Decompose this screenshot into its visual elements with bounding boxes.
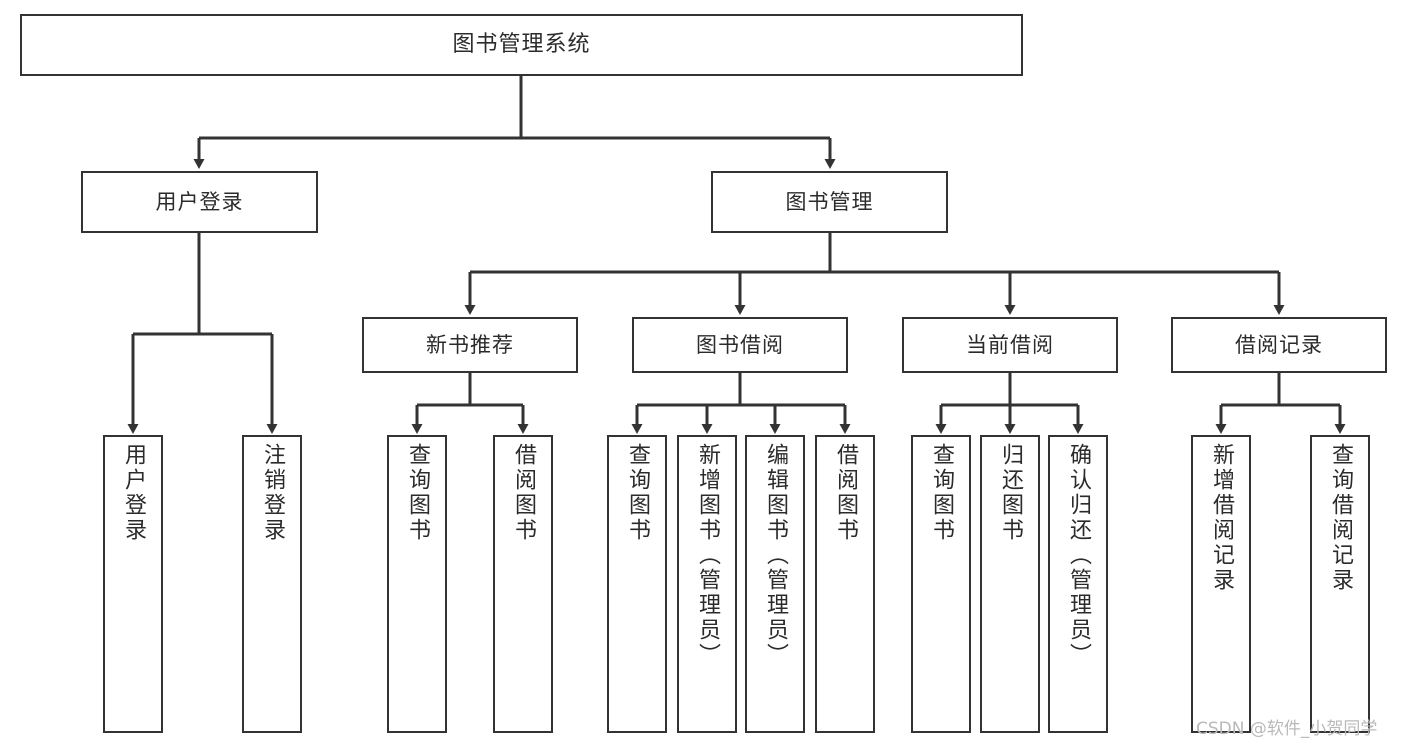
node-label: 查询借阅记录 xyxy=(1327,443,1353,593)
node-label: 查询图书 xyxy=(928,443,954,543)
csdn-watermark: CSDN @软件_小贺同学 xyxy=(1196,719,1378,739)
node-label: 当前借阅 xyxy=(966,332,1054,357)
node-label: 新书推荐 xyxy=(426,332,514,357)
node-user-login[interactable]: 用户登录 xyxy=(81,171,318,233)
node-leaf-add-book[interactable]: 新增图书（管理员） xyxy=(677,435,737,733)
node-leaf-user-login[interactable]: 用户登录 xyxy=(103,435,163,733)
node-label: 借阅图书 xyxy=(832,443,858,543)
node-label: 借阅图书 xyxy=(510,443,536,543)
node-borrow-record[interactable]: 借阅记录 xyxy=(1171,317,1387,373)
node-leaf-return-book[interactable]: 归还图书 xyxy=(980,435,1040,733)
node-label: 用户登录 xyxy=(120,443,146,543)
node-label: 注销登录 xyxy=(259,443,285,543)
node-label: 图书管理 xyxy=(785,189,874,214)
node-leaf-query-record[interactable]: 查询借阅记录 xyxy=(1310,435,1370,733)
node-label: 归还图书 xyxy=(997,443,1023,543)
node-leaf-borrow-book-2[interactable]: 借阅图书 xyxy=(815,435,875,733)
node-label: 借阅记录 xyxy=(1235,332,1323,357)
node-leaf-query-book-1[interactable]: 查询图书 xyxy=(387,435,447,733)
node-leaf-query-book-2[interactable]: 查询图书 xyxy=(607,435,667,733)
node-label: 用户登录 xyxy=(155,189,244,214)
node-label: 查询图书 xyxy=(404,443,430,543)
node-new-book-recommend[interactable]: 新书推荐 xyxy=(362,317,578,373)
node-label: 图书管理系统 xyxy=(452,32,591,58)
node-leaf-add-record[interactable]: 新增借阅记录 xyxy=(1191,435,1251,733)
node-leaf-logout-login[interactable]: 注销登录 xyxy=(242,435,302,733)
node-leaf-borrow-book-1[interactable]: 借阅图书 xyxy=(493,435,553,733)
node-book-borrow[interactable]: 图书借阅 xyxy=(632,317,848,373)
node-book-management[interactable]: 图书管理 xyxy=(711,171,948,233)
node-label: 新增借阅记录 xyxy=(1208,443,1234,593)
node-label: 新增图书（管理员） xyxy=(694,443,720,668)
node-book-management-system[interactable]: 图书管理系统 xyxy=(20,14,1023,76)
node-label: 编辑图书（管理员） xyxy=(762,443,788,668)
node-label: 查询图书 xyxy=(624,443,650,543)
node-leaf-query-book-3[interactable]: 查询图书 xyxy=(911,435,971,733)
node-label: 确认归还（管理员） xyxy=(1065,443,1091,668)
node-label: 图书借阅 xyxy=(696,332,784,357)
node-current-borrow[interactable]: 当前借阅 xyxy=(902,317,1118,373)
node-leaf-confirm-return[interactable]: 确认归还（管理员） xyxy=(1048,435,1108,733)
node-leaf-edit-book[interactable]: 编辑图书（管理员） xyxy=(745,435,805,733)
